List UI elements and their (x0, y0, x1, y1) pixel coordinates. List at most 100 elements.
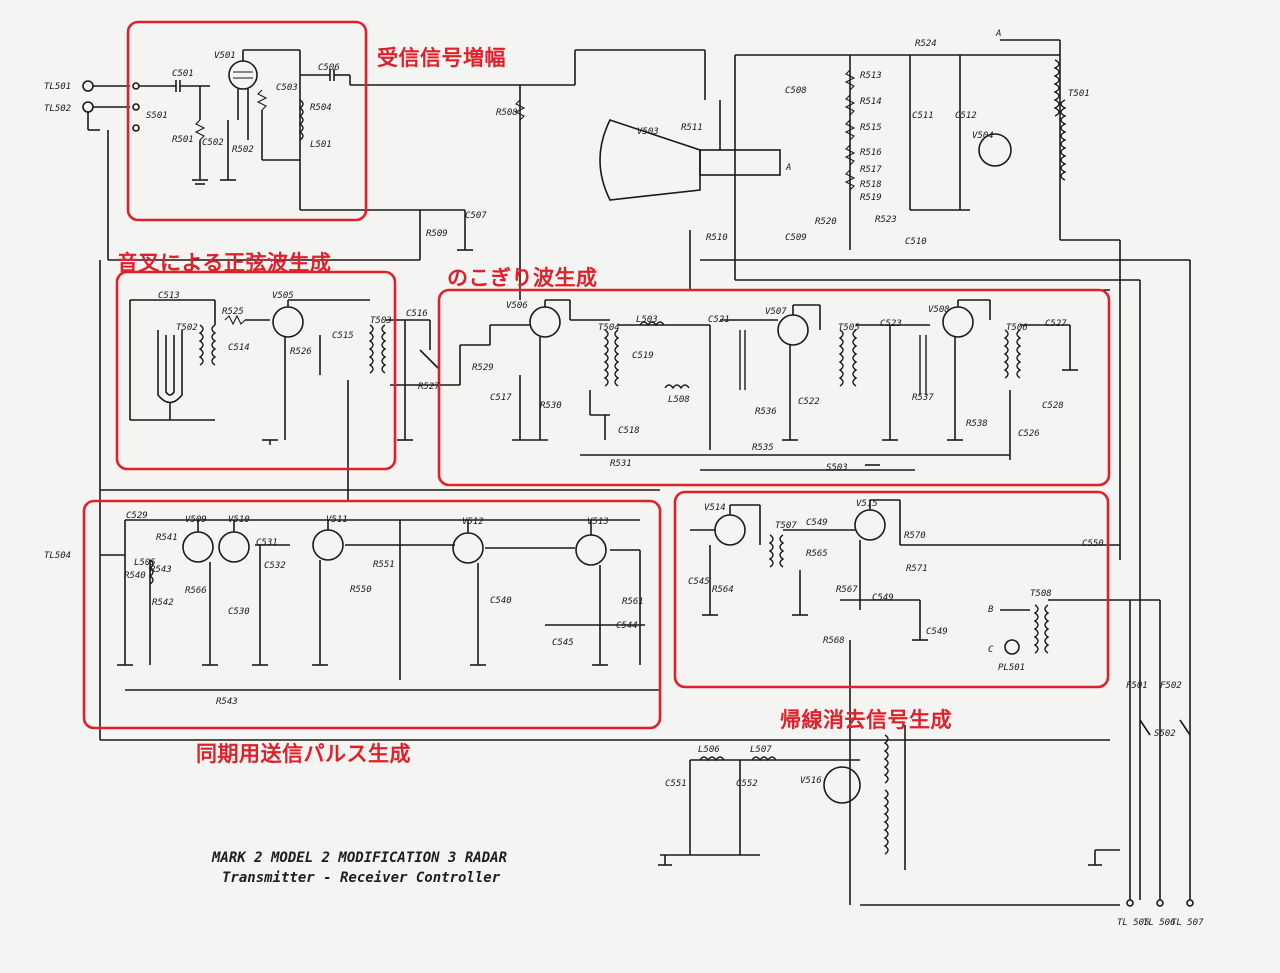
label-c507: C507 (465, 211, 487, 221)
label-t508: T508 (1030, 589, 1052, 599)
label-v505: V505 (272, 291, 294, 301)
label-r518: R518 (860, 180, 882, 190)
sawtooth-region (437, 288, 1111, 487)
label-c540: C540 (490, 596, 512, 606)
tl502-jack (82, 101, 94, 113)
label-f502: F502 (1160, 681, 1182, 691)
v510-tube (218, 531, 250, 563)
label-b: B (988, 605, 994, 615)
label-r538: R538 (966, 419, 988, 429)
label-c515: C515 (332, 331, 354, 341)
label-v514: V514 (704, 503, 726, 513)
label-r520: R520 (815, 217, 837, 227)
label-f501: F501 (1126, 681, 1148, 691)
label-r535: R535 (752, 443, 774, 453)
label-c569: C549 (926, 627, 948, 637)
label-r519: R519 (860, 193, 882, 203)
label-tl502: TL502 (44, 104, 71, 114)
label-r525: R525 (222, 307, 244, 317)
label-r549: R543 (216, 697, 238, 707)
tuning-fork-region (115, 270, 397, 471)
label-r501: R501 (172, 135, 194, 145)
label-v506: V506 (506, 301, 528, 311)
label-c526: C526 (1018, 429, 1040, 439)
pl501-lamp (1004, 639, 1020, 655)
label-v501: V501 (214, 51, 236, 61)
label-c519: C519 (632, 351, 654, 361)
label-r502: R502 (232, 145, 254, 155)
label-r510: R510 (706, 233, 728, 243)
label-r571: R571 (906, 564, 928, 574)
label-r513: R513 (860, 71, 882, 81)
label-t507: T507 (775, 521, 797, 531)
label-l508: L508 (668, 395, 690, 405)
label-c516: C516 (406, 309, 428, 319)
label-c514: C514 (228, 343, 250, 353)
label-s501: S501 (146, 111, 168, 121)
label-c523: C523 (880, 319, 902, 329)
label-r561: R561 (622, 597, 644, 607)
label-c511: C511 (912, 111, 934, 121)
v503-crt (599, 119, 701, 201)
label-v503: V503 (637, 127, 659, 137)
label-t501: T501 (1068, 89, 1090, 99)
label-t503: T503 (370, 316, 392, 326)
annotation-rx-amp: 受信信号増幅 (377, 46, 506, 70)
annotation-tuning-fork: 音叉による正弦波生成 (117, 251, 332, 275)
label-c549: C549 (806, 518, 828, 528)
label-r508: R508 (496, 108, 518, 118)
label-v515: V515 (856, 499, 878, 509)
label-c512: C512 (955, 111, 977, 121)
label-s502: S502 (1154, 729, 1176, 739)
v516-tube (823, 766, 861, 804)
label-r514: R514 (860, 97, 882, 107)
label-c531: C531 (256, 538, 278, 548)
label-l503: L503 (636, 315, 658, 325)
label-r515: R515 (860, 123, 882, 133)
annotation-sawtooth: のこぎり波生成 (447, 266, 598, 290)
label-t502: T502 (176, 323, 198, 333)
label-tl501: TL501 (44, 82, 71, 92)
annotation-sync-pulse: 同期用送信パルス生成 (196, 742, 411, 766)
schematic-title: MARK 2 MODEL 2 MODIFICATION 3 RADAR (212, 850, 508, 866)
label-c521: C521 (708, 315, 730, 325)
label-r516: R516 (860, 148, 882, 158)
label-t504: T504 (598, 323, 620, 333)
label-c510: C510 (905, 237, 927, 247)
label-r570: R570 (904, 531, 926, 541)
label-r564: R564 (712, 585, 734, 595)
v511-tube (312, 529, 344, 561)
label-v516: V516 (800, 776, 822, 786)
label-r509: R509 (426, 229, 448, 239)
label-tl506: TL 506 (1143, 918, 1176, 928)
label-c513: C513 (158, 291, 180, 301)
label-v512: V512 (462, 517, 484, 527)
label-c518: C518 (618, 426, 640, 436)
label-t505: T505 (838, 323, 860, 333)
label-c517: C517 (490, 393, 512, 403)
label-a-crt: A (785, 163, 791, 173)
label-r567: R567 (836, 585, 858, 595)
rx-amp-region (126, 20, 368, 222)
label-r536: R536 (755, 407, 777, 417)
tuning-fork-circuit (129, 299, 490, 500)
label-v504: V504 (972, 131, 994, 141)
label-c501: C501 (172, 69, 194, 79)
label-r523: R523 (875, 215, 897, 225)
label-v510: V510 (228, 515, 250, 525)
label-r531: R531 (610, 459, 632, 469)
rx-amp-circuit (82, 49, 706, 261)
label-c522: C522 (798, 397, 820, 407)
label-r540: R540 (124, 571, 146, 581)
label-tl504: TL504 (44, 551, 71, 561)
label-a-top: A (995, 29, 1001, 39)
v513-tube (575, 534, 607, 566)
label-r551: R551 (373, 560, 395, 570)
v515-tube (854, 509, 886, 541)
label-c552: C552 (736, 779, 758, 789)
label-v513: V513 (587, 517, 609, 527)
label-r530: R530 (540, 401, 562, 411)
label-r526: R526 (290, 347, 312, 357)
label-tl505: TL 505 (1117, 918, 1150, 928)
label-c502: C502 (202, 138, 224, 148)
